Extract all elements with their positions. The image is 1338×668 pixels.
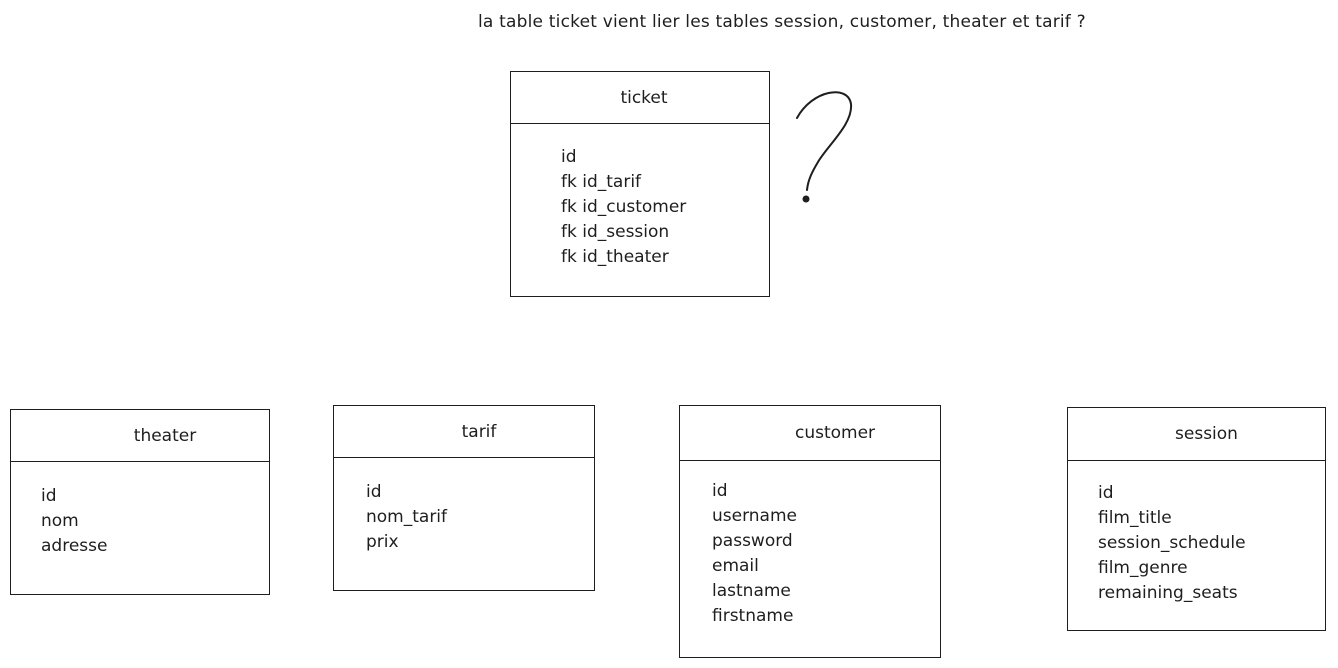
field: id — [41, 486, 57, 506]
field: nom_tarif — [366, 507, 448, 527]
field: remaining_seats — [1098, 583, 1238, 603]
field: nom — [41, 511, 79, 531]
entity-theater[interactable]: theater id nom adresse — [10, 409, 270, 595]
field: fk id_theater — [561, 247, 669, 267]
field: id — [561, 147, 577, 167]
entity-title: theater — [11, 410, 269, 462]
field: fk id_session — [561, 222, 670, 242]
field: fk id_customer — [561, 197, 687, 217]
field: password — [712, 531, 793, 551]
field-list: id username password email lastname firs… — [712, 479, 797, 629]
field: id — [1098, 483, 1114, 503]
field: film_title — [1098, 508, 1172, 528]
entity-ticket[interactable]: ticket id fk id_tarif fk id_customer fk … — [510, 71, 770, 297]
field: prix — [366, 532, 399, 552]
entity-customer[interactable]: customer id username password email last… — [679, 405, 941, 658]
field: fk id_tarif — [561, 172, 642, 192]
entity-title: ticket — [511, 72, 769, 124]
field: id — [712, 481, 728, 501]
field: film_genre — [1098, 558, 1188, 578]
entity-title: tarif — [334, 406, 594, 458]
entity-session[interactable]: session id film_title session_schedule f… — [1067, 407, 1326, 631]
field: adresse — [41, 536, 108, 556]
field: firstname — [712, 606, 794, 626]
field: username — [712, 506, 797, 526]
field: session_schedule — [1098, 533, 1246, 553]
diagram-caption: la table ticket vient lier les tables se… — [478, 12, 1086, 32]
field-list: id film_title session_schedule film_genr… — [1098, 481, 1246, 606]
field-list: id nom_tarif prix — [366, 480, 447, 555]
entity-title: session — [1068, 408, 1325, 461]
field: id — [366, 482, 382, 502]
entity-title: customer — [680, 406, 940, 461]
field-list: id nom adresse — [41, 484, 107, 559]
entity-tarif[interactable]: tarif id nom_tarif prix — [333, 405, 595, 591]
field: email — [712, 556, 759, 576]
field-list: id fk id_tarif fk id_customer fk id_sess… — [561, 145, 686, 270]
field: lastname — [712, 581, 791, 601]
